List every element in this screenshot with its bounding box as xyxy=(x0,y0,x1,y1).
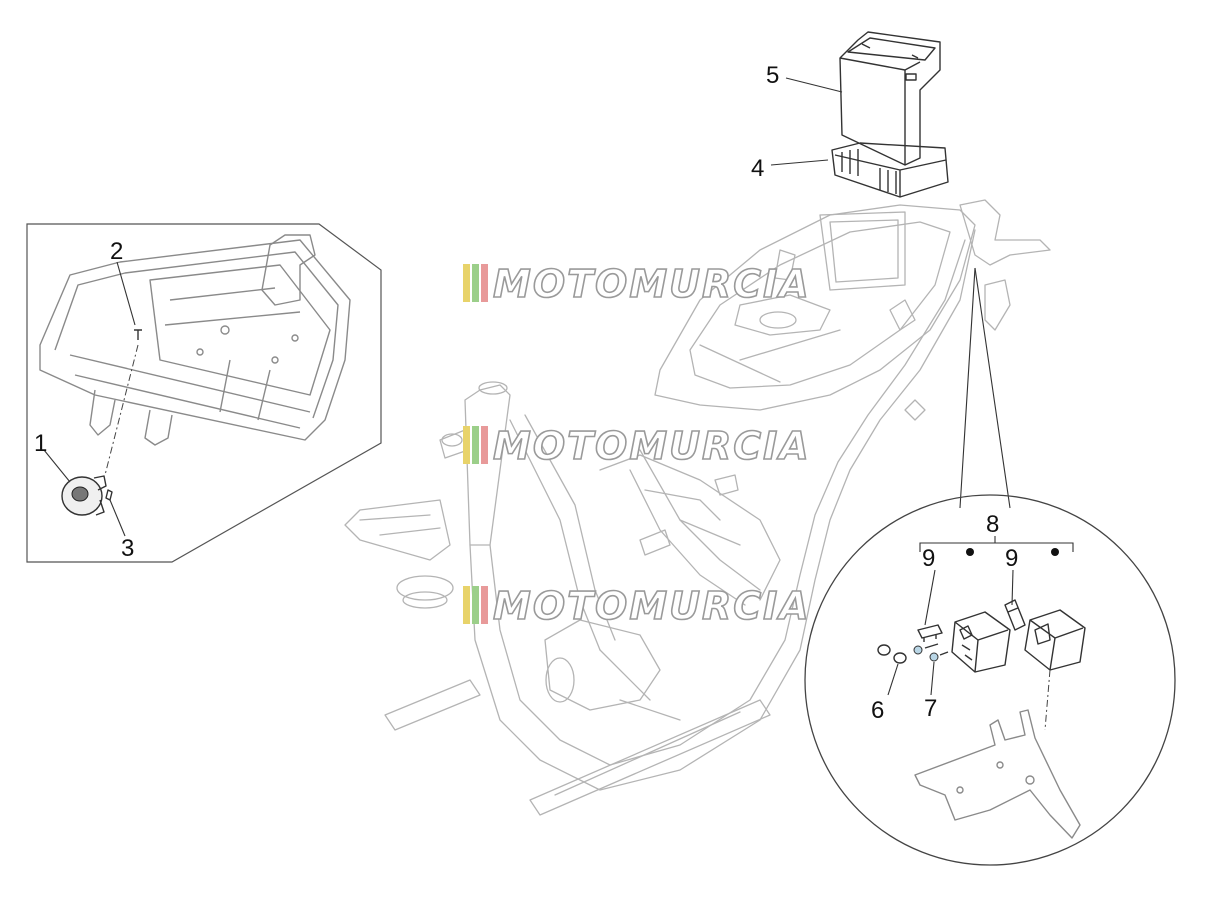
relay-mounting-bracket xyxy=(914,709,1081,839)
watermark-stripe xyxy=(463,586,470,624)
screw-part-2 xyxy=(134,329,142,340)
watermark-stripe xyxy=(481,264,488,302)
relay-detail-circle xyxy=(804,494,1176,866)
callout-3: 3 xyxy=(121,535,134,562)
watermark-text: MOTOMURCIA xyxy=(493,424,811,468)
watermark-bottom: MOTOMURCIA xyxy=(463,583,811,629)
watermark-stripe xyxy=(481,586,488,624)
fuse-part-9-right xyxy=(1004,599,1026,631)
callout-9-right: 9 xyxy=(1005,545,1018,572)
callout-2: 2 xyxy=(110,238,123,265)
detail-leader-line-left xyxy=(959,267,976,509)
watermark-stripe xyxy=(472,586,479,624)
horn-part-1 xyxy=(61,475,107,516)
scooter-frame-drawing xyxy=(344,199,1051,816)
callout-8: 8 xyxy=(986,511,999,538)
watermark-top: MOTOMURCIA xyxy=(463,261,811,307)
screw-part-3 xyxy=(105,489,113,501)
callout-7: 7 xyxy=(924,695,937,722)
callout-4: 4 xyxy=(751,155,764,182)
battery-part-5 xyxy=(839,31,941,166)
watermark-stripe xyxy=(472,264,479,302)
watermark-text: MOTOMURCIA xyxy=(493,584,811,628)
callout-5: 5 xyxy=(766,62,779,89)
watermark-text: MOTOMURCIA xyxy=(493,262,811,306)
washer-part-7 xyxy=(913,643,949,662)
front-rack-drawing xyxy=(39,234,351,446)
watermark-stripe xyxy=(463,264,470,302)
screw-part-6 xyxy=(877,644,907,664)
callout-9-left: 9 xyxy=(922,545,935,572)
battery-tray-part-4 xyxy=(831,142,949,198)
watermark-stripe xyxy=(463,426,470,464)
callout-6: 6 xyxy=(871,697,884,724)
callout-1: 1 xyxy=(34,430,47,457)
horn-inset-panel xyxy=(26,223,382,563)
relay-cover-right xyxy=(1024,609,1086,671)
watermark-middle: MOTOMURCIA xyxy=(463,423,811,469)
fuse-part-9-left xyxy=(917,624,943,642)
watermark-stripe xyxy=(472,426,479,464)
detail-leader-line-right xyxy=(974,267,1011,509)
relay-left xyxy=(951,611,1011,673)
watermark-stripe xyxy=(481,426,488,464)
